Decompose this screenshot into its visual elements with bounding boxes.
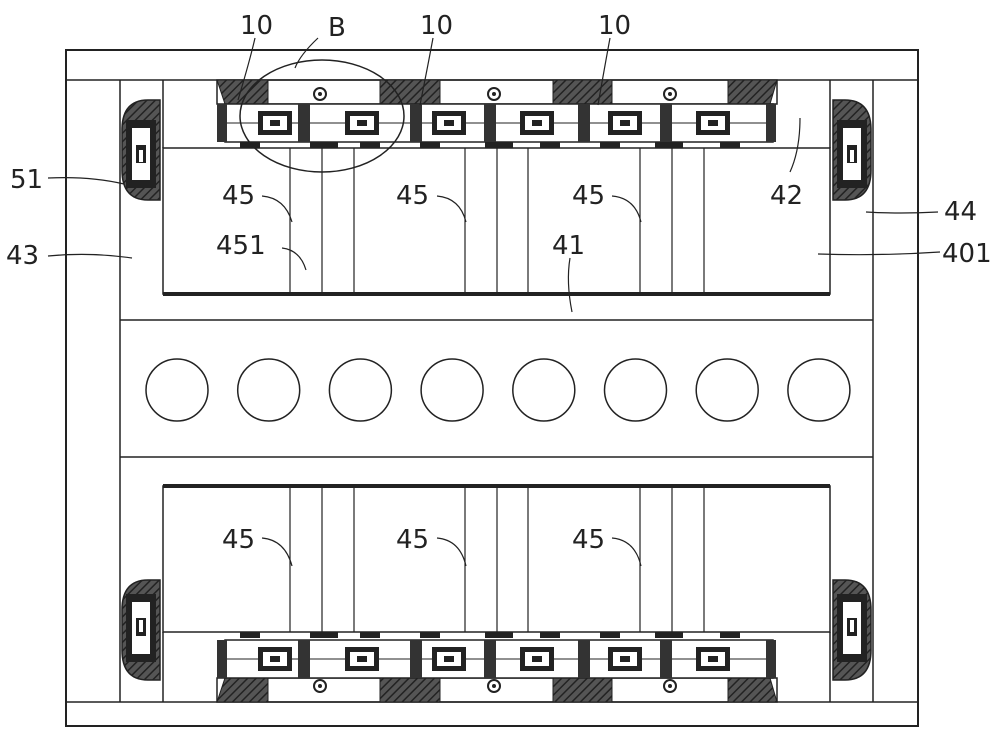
label-43: 43 [6,241,39,271]
beam-hole [513,359,575,421]
label-42: 42 [770,181,803,211]
roller-unit [345,647,379,671]
label-51: 51 [10,165,43,195]
roller-unit [258,647,292,671]
roller-unit [608,647,642,671]
roller-unit [345,111,379,135]
corner-guide-bottom-right [833,580,871,680]
corner-guide-top-left [122,100,160,200]
upper-block [163,148,830,294]
label-45-lower-2: 45 [396,525,429,555]
top-bolts [314,88,676,100]
outer-frame [66,50,918,726]
label-45-upper-1: 45 [222,181,255,211]
roller-unit [608,111,642,135]
label-45-upper-3: 45 [572,181,605,211]
label-451: 451 [216,231,266,261]
beam-hole [421,359,483,421]
label-44: 44 [944,197,977,227]
corner-guide-bottom-left [122,580,160,680]
beam-hole [696,359,758,421]
beam-holes [146,359,850,421]
bottom-bolts [314,680,676,692]
roller-unit [520,647,554,671]
label-45-upper-2: 45 [396,181,429,211]
label-10-middle: 10 [420,11,453,41]
roller-unit [696,647,730,671]
label-10-right: 10 [598,11,631,41]
corner-guide-top-right [833,100,871,200]
beam-hole [605,359,667,421]
beam-hole [788,359,850,421]
label-b: B [328,13,346,43]
beam-hole [238,359,300,421]
roller-unit [432,647,466,671]
central-beam [120,320,873,457]
label-45-lower-3: 45 [572,525,605,555]
label-41: 41 [552,231,585,261]
label-10-left: 10 [240,11,273,41]
beam-hole [146,359,208,421]
lower-block [163,486,830,632]
label-45-lower-1: 45 [222,525,255,555]
beam-hole [329,359,391,421]
roller-unit [432,111,466,135]
roller-unit [258,111,292,135]
roller-unit [520,111,554,135]
label-401: 401 [942,239,992,269]
roller-unit [696,111,730,135]
